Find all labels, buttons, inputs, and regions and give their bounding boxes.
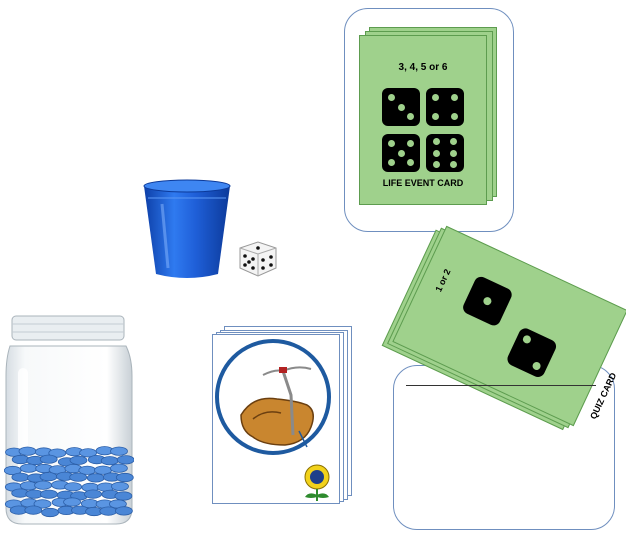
die-face-2-icon — [505, 326, 559, 380]
die-pip — [433, 138, 441, 146]
counter-token — [19, 463, 38, 473]
counter-token — [115, 506, 133, 516]
die-pip — [531, 360, 542, 372]
counter-token — [69, 472, 88, 482]
counter-token — [84, 489, 102, 499]
die-pip — [407, 140, 414, 147]
die-pip — [521, 334, 533, 345]
die-pip — [449, 160, 457, 168]
counter-token — [34, 480, 52, 490]
die-pip — [432, 94, 439, 101]
counter-token — [33, 499, 52, 509]
die-pip — [451, 113, 458, 120]
picture-card-front — [212, 334, 340, 504]
quiz-dice-label: 1 or 2 — [433, 267, 453, 294]
die-icon[interactable] — [236, 238, 278, 278]
die-pip — [449, 149, 457, 157]
counter-token — [64, 482, 82, 492]
counter-token — [99, 506, 118, 516]
counter-token — [63, 497, 81, 507]
die-face-3-icon — [382, 88, 420, 126]
die-pip — [388, 159, 395, 166]
counter-token — [116, 455, 134, 465]
die-pip — [433, 160, 441, 168]
counter-token — [11, 472, 30, 482]
plastic-cup-icon[interactable] — [140, 178, 234, 282]
counter-token — [110, 463, 128, 473]
life-event-dice-label: 3, 4, 5 or 6 — [398, 62, 448, 73]
die-pip — [451, 94, 458, 101]
counter-token — [111, 481, 129, 492]
counter-token — [100, 456, 119, 466]
die-pip — [482, 295, 493, 307]
counter-token — [115, 472, 134, 483]
counter-token — [39, 454, 58, 464]
picture-card-stack[interactable] — [210, 322, 360, 506]
counter-token — [79, 448, 97, 458]
die-pip — [407, 113, 414, 120]
die-pip — [397, 103, 405, 111]
die-pip — [407, 159, 414, 166]
die-face-1-icon — [460, 274, 514, 328]
counter-token — [69, 455, 88, 465]
counter-token — [86, 473, 105, 483]
quiz-holder-slot-line — [406, 385, 596, 386]
life-event-card[interactable]: 3, 4, 5 or 6 LIFE EVENT CARD — [359, 35, 487, 205]
die-pip — [432, 113, 439, 120]
counter-token — [114, 491, 133, 501]
die-face-6-icon — [426, 134, 464, 172]
counters-pile — [4, 440, 134, 522]
counter-token — [18, 446, 37, 456]
counter-token — [40, 489, 58, 499]
die-pip — [449, 138, 457, 146]
counter-token — [39, 472, 58, 482]
life-event-card-holder: 3, 4, 5 or 6 LIFE EVENT CARD — [344, 8, 514, 232]
life-event-card-name: LIFE EVENT CARD — [382, 178, 464, 188]
counter-token — [24, 505, 43, 515]
die-pip — [388, 140, 395, 147]
counter-token — [41, 507, 59, 518]
die-face-5-icon — [382, 134, 420, 172]
die-pip — [433, 149, 441, 157]
die-pip — [388, 94, 395, 101]
die-face-4-icon — [426, 88, 464, 126]
die-pip — [397, 149, 405, 157]
counter-token — [110, 446, 128, 456]
